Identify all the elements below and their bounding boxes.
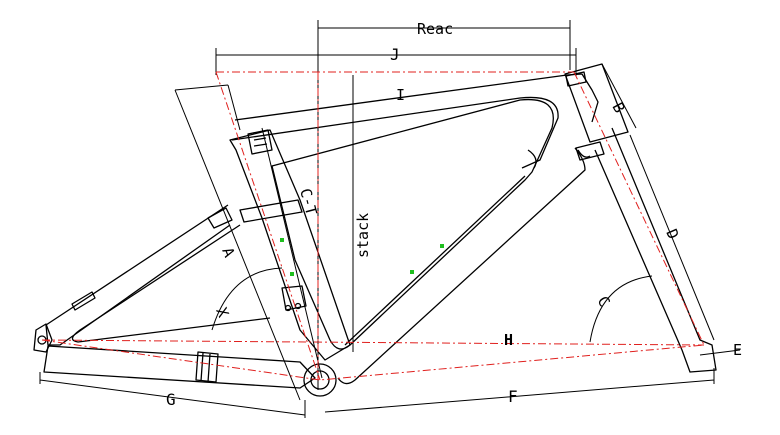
chainstay-bridge — [195, 351, 219, 383]
chainstay-bridge-detail — [200, 352, 211, 383]
dimension-lines — [39, 20, 741, 418]
f-dimension-line — [324, 368, 715, 413]
seat-stay-bridge — [207, 207, 233, 229]
accent-mark — [440, 244, 444, 248]
label-g: G — [166, 390, 176, 409]
a-dimension-line — [174, 84, 301, 401]
down-tube — [337, 147, 586, 385]
accent-mark — [410, 270, 414, 274]
label-stack: stack — [354, 213, 372, 258]
label-reach: Reac — [417, 20, 453, 38]
seat-tube — [229, 129, 351, 361]
frame-outline — [33, 63, 717, 397]
head-tube-lower-notch — [577, 149, 591, 158]
g-dimension-line — [39, 372, 306, 418]
labels: Reac J I B C-T stack D A X C H E G F — [166, 20, 742, 409]
top-tube-lower-edge — [231, 96, 559, 169]
wheelbase-line-h — [41, 339, 705, 346]
label-f: F — [508, 387, 518, 406]
seat-stay-inner — [71, 224, 271, 343]
rear-dropout — [33, 323, 53, 353]
head-tube — [564, 63, 629, 143]
accent-mark — [290, 272, 294, 276]
top-tube — [234, 73, 599, 123]
geometry-construction-lines — [41, 71, 705, 381]
d-dimension-line — [629, 134, 715, 341]
label-i: I — [396, 86, 405, 104]
ct-dimension-line — [261, 127, 323, 379]
chain-stay — [43, 345, 316, 389]
down-tube-notch — [527, 149, 537, 169]
b-dimension-line — [601, 63, 637, 129]
down-tube-inner — [344, 175, 526, 346]
seat-cluster — [239, 199, 303, 223]
seat-stay-slot — [71, 291, 96, 311]
accent-mark — [280, 238, 284, 242]
head-tube-axis — [573, 71, 705, 346]
accent-marks — [280, 238, 444, 276]
mount-bolt — [284, 304, 292, 312]
j-dimension-line — [215, 48, 577, 76]
e-dimension-line — [699, 349, 741, 356]
seat-angle-arc — [211, 267, 283, 331]
head-tube-cable-port — [565, 71, 587, 87]
label-j: J — [390, 45, 400, 64]
bottom-bracket-shell — [303, 363, 337, 397]
head-tube-headset — [575, 141, 605, 161]
seat-stay — [45, 204, 231, 346]
label-h: H — [504, 331, 513, 349]
label-x: X — [212, 305, 232, 320]
label-c: C — [594, 293, 614, 310]
label-e: E — [733, 341, 742, 359]
seat-clamp — [247, 129, 273, 155]
label-b: B — [608, 99, 628, 115]
fork-blade — [594, 127, 717, 373]
head-angle-arc — [589, 275, 653, 343]
rear-triangle-axis — [41, 339, 705, 381]
seat-tube-axis — [215, 71, 321, 381]
front-triangle-window — [271, 98, 554, 350]
derailleur-mount — [281, 285, 307, 311]
label-a: A — [218, 245, 238, 260]
